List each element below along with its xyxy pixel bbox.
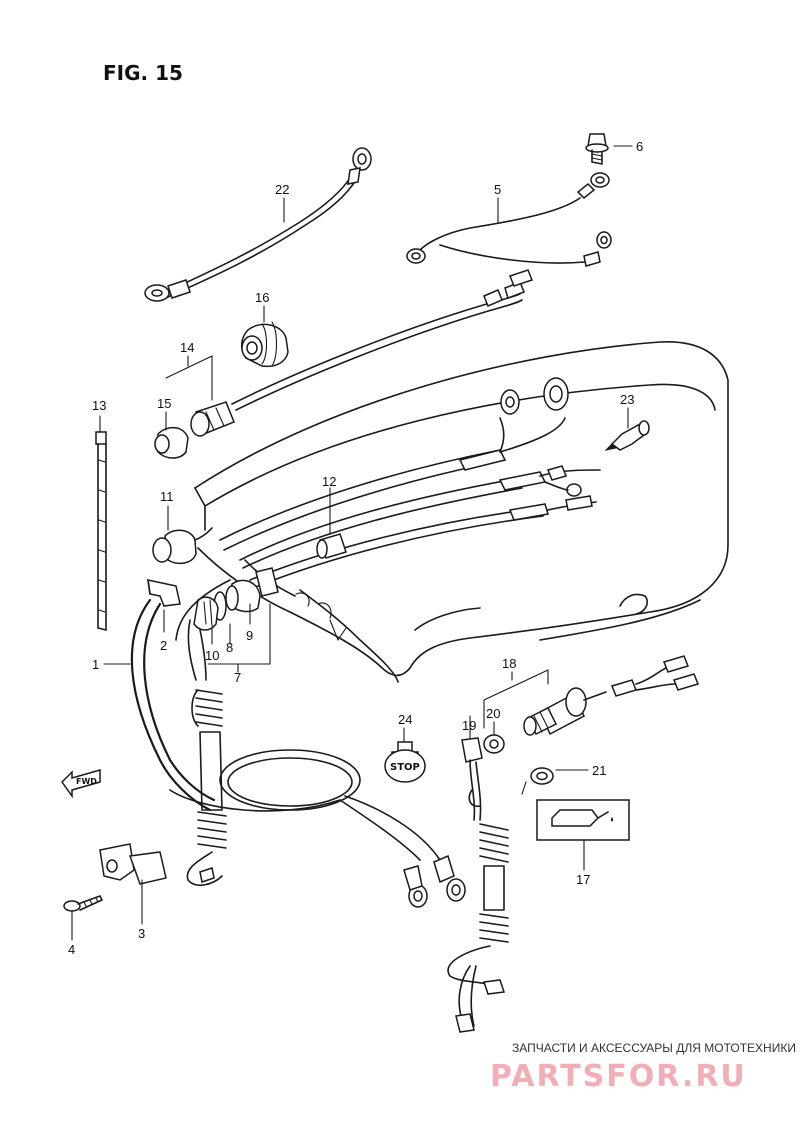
callout-2: 2 [160,638,167,653]
callout-15: 15 [157,396,171,411]
callout-22: 22 [275,182,289,197]
callout-1: 1 [92,657,99,672]
callout-9: 9 [246,628,253,643]
part-16-grommet [241,321,289,368]
part-21-o-ring [530,767,554,785]
watermark-caption: ЗАПЧАСТИ И АКСЕССУАРЫ ДЛЯ МОТОТЕХНИКИ [512,1041,796,1055]
callout-3: 3 [138,926,145,941]
callout-17: 17 [576,872,590,887]
callout-16: 16 [255,290,269,305]
main-wire-harness [219,377,601,589]
part-23-pin [604,420,650,451]
stop-label: STOP [390,762,420,773]
callout-14: 14 [180,340,194,355]
watermark-brand: PARTSFOR.RU [490,1059,747,1094]
callout-11: 11 [160,489,174,504]
callout-12: 12 [322,474,336,489]
leader-lines [71,145,633,941]
fwd-label: FWD [76,777,97,786]
callout-19: 19 [462,718,476,733]
callout-21: 21 [592,763,606,778]
part-3-holder [99,843,167,885]
callout-4: 4 [68,942,75,957]
callout-6: 6 [636,139,643,154]
part-20-washer [483,734,505,754]
callout-10: 10 [205,648,219,663]
part-17-oil-decal [536,799,630,841]
callout-20: 20 [486,706,500,721]
part-2-clip [147,579,181,607]
callout-23: 23 [620,392,634,407]
part-18-sensor [523,655,700,736]
part-4-screw [63,895,103,912]
part-1-harness [130,579,466,908]
callout-13: 13 [92,398,106,413]
fwd-arrow-icon: FWD [61,769,101,799]
callout-18: 18 [502,656,516,671]
callout-24: 24 [398,712,412,727]
part-13-cable-tie [95,431,107,631]
callout-5: 5 [494,182,501,197]
part-12-grommet [316,533,347,559]
part-24-stop-decal: STOP [384,741,426,783]
figure-title: FIG. 15 [103,61,183,85]
part-19-lead-wire [447,737,509,1033]
part-22-ground-lead [144,147,372,302]
callout-7: 7 [234,670,241,685]
part-callouts: 22 6 5 16 14 15 13 23 11 12 1 2 10 8 9 7… [68,139,643,957]
callout-8: 8 [226,640,233,655]
part-5-lead-wire [406,172,612,267]
part-6-bolt [585,133,609,165]
part-14-stop-switch-assembly [154,269,533,459]
engine-cover [194,341,729,683]
watermark: ЗАПЧАСТИ И АКСЕССУАРЫ ДЛЯ МОТОТЕХНИКИ PA… [490,1041,796,1094]
part-7-switch-group [187,567,279,681]
oil-can-icon [551,809,599,827]
part-11-cap [152,527,213,565]
